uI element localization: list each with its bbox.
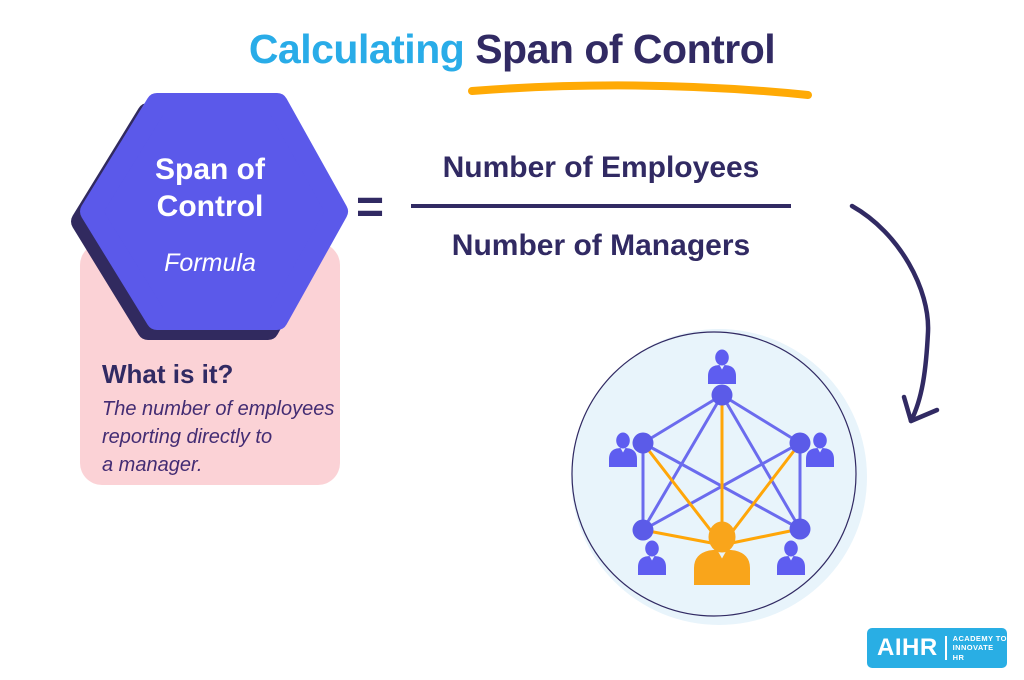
network-node: [789, 518, 811, 540]
hexagon-shape: [80, 93, 348, 330]
aihr-logo-tagline: ACADEMY TO INNOVATE HR: [953, 634, 1007, 663]
aihr-logo-wordmark: AIHR: [877, 634, 938, 661]
span-of-control-illustration: [571, 329, 867, 625]
definition-body-line3: a manager.: [102, 454, 203, 476]
page-title-part1: Calculating: [248, 26, 465, 72]
manager-edge: [641, 442, 724, 546]
manager-edge: [720, 442, 802, 546]
network-node: [632, 432, 654, 454]
network-node: [789, 432, 811, 454]
definition-heading: What is it?: [102, 359, 234, 389]
network-nodes: [632, 384, 811, 541]
logo-divider: [944, 636, 947, 660]
hexagon-text: Span of Control Formula: [60, 151, 360, 278]
network-edge: [720, 394, 802, 530]
network-node: [632, 519, 654, 541]
definition-body: The number of employees reporting direct…: [102, 395, 334, 479]
page-title-part2: Span of Control: [475, 26, 776, 72]
employee-network-edges: [641, 393, 802, 532]
hexagon-badge: [71, 93, 348, 340]
arrow-head: [901, 394, 940, 424]
aihr-tagline-line1: ACADEMY TO: [952, 633, 1007, 643]
hexagon-title-line1: Span of: [155, 153, 265, 186]
manager-person-icon: [694, 521, 750, 585]
manager-body: [694, 549, 750, 585]
title-underline-swoosh: [468, 81, 812, 99]
formula-fraction: Number of Employees Number of Managers: [405, 146, 797, 268]
manager-edge: [721, 527, 801, 547]
definition-body-line2: reporting directly to: [102, 426, 273, 448]
manager-head: [708, 521, 736, 553]
hexagon-title-line2: Control: [156, 190, 264, 223]
curved-arrow-icon: [849, 203, 940, 424]
manager-edge: [642, 528, 723, 547]
network-edge: [642, 393, 723, 445]
formula-denominator: Number of Managers: [451, 229, 751, 262]
fraction-line: [411, 204, 791, 208]
aihr-logo: AIHR ACADEMY TO INNOVATE HR: [867, 628, 1007, 668]
network-edge: [641, 394, 724, 531]
equals-sign: =: [356, 181, 385, 234]
swoosh-stroke: [468, 81, 812, 99]
network-node: [711, 384, 733, 406]
hexagon-subtitle: Formula: [164, 249, 256, 277]
arrow-shaft: [849, 203, 931, 424]
page-title: Calculating Span of Control: [0, 26, 1024, 73]
aihr-tagline-line2: INNOVATE HR: [952, 643, 994, 662]
network-edge: [721, 393, 801, 445]
manager-report-edges: [641, 395, 802, 547]
illustration-outline-circle: [571, 331, 857, 617]
formula-numerator: Number of Employees: [442, 151, 760, 184]
definition-body-line1: The number of employees: [102, 398, 335, 420]
